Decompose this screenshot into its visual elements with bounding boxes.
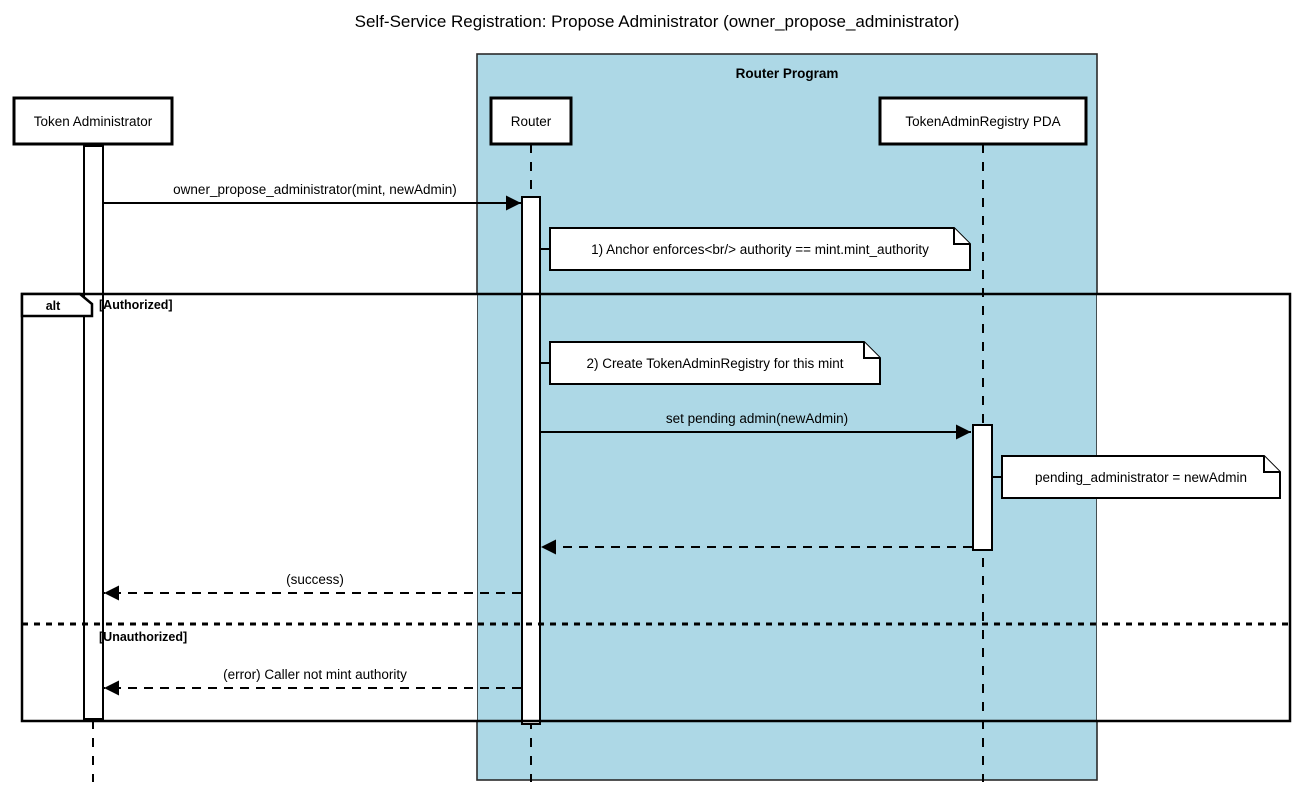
message-owner-propose-administrator-label: owner_propose_administrator(mint, newAdm… xyxy=(173,182,457,197)
note-anchor-enforces-body xyxy=(549,227,971,271)
note-create-token-admin-registry: 2) Create TokenAdminRegistry for this mi… xyxy=(540,341,881,385)
participant-router-label: Router xyxy=(511,114,552,129)
group-router-program-label: Router Program xyxy=(736,66,839,81)
message-owner-propose-administrator: owner_propose_administrator(mint, newAdm… xyxy=(103,182,521,211)
message-success-arrowhead xyxy=(104,585,119,601)
message-success: (success) xyxy=(104,572,521,601)
alt-fragment-tab xyxy=(20,292,94,318)
message-error-label: (error) Caller not mint authority xyxy=(223,667,407,682)
note-anchor-enforces-text: 1) Anchor enforces<br/> authority == min… xyxy=(591,242,929,257)
alt-fragment[interactable]: alt [Authorized] [Unauthorized] xyxy=(20,292,1292,723)
participant-router[interactable]: Router xyxy=(489,96,573,146)
note-anchor-enforces: 1) Anchor enforces<br/> authority == min… xyxy=(540,227,971,271)
alt-fragment-operator-label: alt xyxy=(46,299,61,313)
message-pda-return-arrowhead xyxy=(541,539,556,555)
note-pending-administrator-fold xyxy=(1263,456,1280,473)
activation-bars-layer xyxy=(83,145,993,725)
note-pending-administrator: pending_administrator = newAdmin xyxy=(992,455,1281,499)
note-pending-administrator-text: pending_administrator = newAdmin xyxy=(1035,470,1247,485)
participant-token-admin-registry-pda-box xyxy=(878,96,1088,146)
participant-token-administrator-box xyxy=(12,96,174,146)
participant-router-box xyxy=(489,96,573,146)
participant-token-administrator-label: Token Administrator xyxy=(34,114,153,129)
message-error-arrowhead xyxy=(104,680,119,696)
alt-fragment-border xyxy=(20,292,1292,723)
participants-layer: Token Administrator Router TokenAdminRegis… xyxy=(12,96,1088,146)
group-router-program-box xyxy=(476,53,1098,781)
participant-token-admin-registry-pda-label: TokenAdminRegistry PDA xyxy=(905,114,1060,129)
note-anchor-enforces-fold xyxy=(953,228,970,245)
message-owner-propose-administrator-arrowhead xyxy=(506,195,521,211)
message-pda-return xyxy=(541,539,972,555)
alt-condition-unauthorized: [Unauthorized] xyxy=(99,630,187,644)
messages-layer: owner_propose_administrator(mint, newAdm… xyxy=(103,182,972,696)
alt-backdrop-right xyxy=(1097,294,1292,721)
note-create-token-admin-registry-text: 2) Create TokenAdminRegistry for this mi… xyxy=(586,356,843,371)
notes-layer: 1) Anchor enforces<br/> authority == min… xyxy=(540,227,1281,499)
message-success-label: (success) xyxy=(286,572,344,587)
note-create-token-admin-registry-fold xyxy=(863,342,880,359)
activation-token-administrator xyxy=(83,145,104,720)
note-pending-administrator-body xyxy=(1001,455,1281,499)
activation-router xyxy=(521,196,541,725)
page-title: Self-Service Registration: Propose Admin… xyxy=(355,12,960,31)
note-create-token-admin-registry-body xyxy=(549,341,881,385)
participant-token-administrator[interactable]: Token Administrator xyxy=(12,96,174,146)
activation-pda xyxy=(972,424,993,551)
group-router-program: Router Program xyxy=(476,53,1098,781)
message-error: (error) Caller not mint authority xyxy=(104,667,521,696)
message-set-pending-admin: set pending admin(newAdmin) xyxy=(540,411,971,440)
message-set-pending-admin-arrowhead xyxy=(956,424,971,440)
participant-token-admin-registry-pda[interactable]: TokenAdminRegistry PDA xyxy=(878,96,1088,146)
alt-condition-authorized: [Authorized] xyxy=(99,298,173,312)
message-set-pending-admin-label: set pending admin(newAdmin) xyxy=(666,411,848,426)
